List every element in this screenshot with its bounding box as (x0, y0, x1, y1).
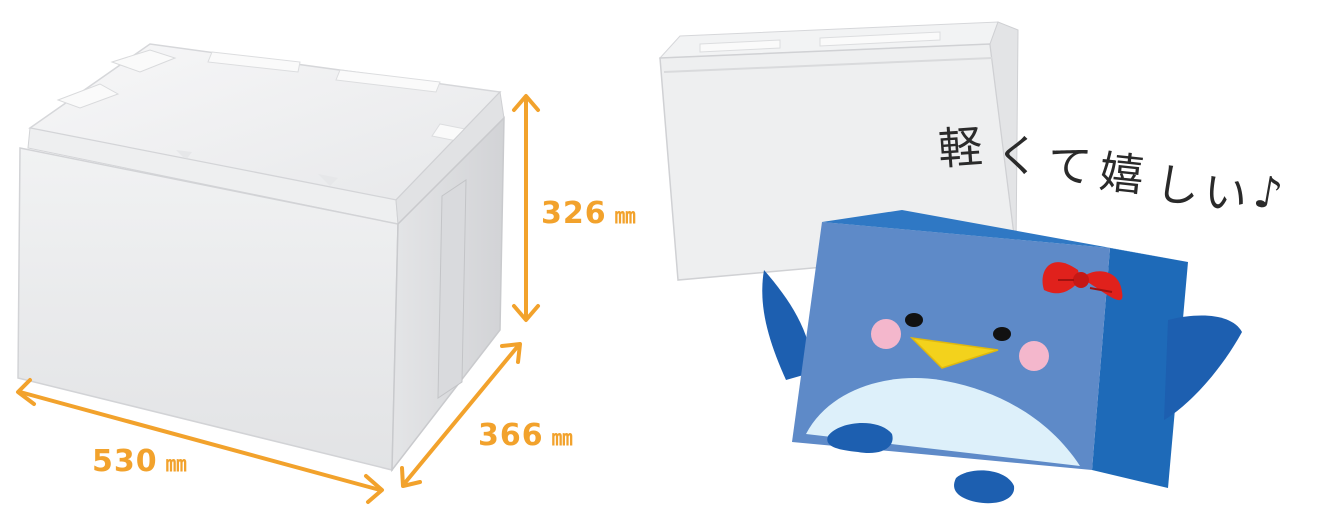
width-value: 530 (92, 444, 158, 479)
penguin-right-eye (993, 327, 1011, 341)
width-dimension-label: 530 ㎜ (92, 444, 188, 479)
depth-arrow (402, 344, 520, 486)
depth-dimension-label: 366 ㎜ (478, 418, 574, 453)
penguin-left-flipper (762, 270, 814, 380)
catch-char: 軽 (936, 121, 985, 176)
penguin-left-cheek (871, 319, 901, 349)
depth-value: 366 (478, 418, 544, 453)
height-dimension-label: 326 ㎜ (541, 196, 637, 231)
height-value: 326 (541, 196, 607, 231)
catch-char: て (1045, 139, 1094, 194)
penguin-left-foot (827, 422, 893, 454)
penguin-right-flipper (1164, 315, 1242, 420)
styrofoam-box-photo (16, 43, 540, 504)
depth-unit: ㎜ (551, 426, 574, 450)
penguin-right-cheek (1019, 341, 1049, 371)
catch-char: し (1152, 158, 1203, 215)
music-note-icon: ♪ (1249, 165, 1287, 222)
penguin-left-eye (905, 313, 923, 327)
catch-char: い (1200, 166, 1251, 223)
penguin-beak (909, 336, 999, 369)
width-arrow (18, 390, 382, 492)
width-unit: ㎜ (165, 452, 188, 476)
penguin-mascot-illustration (658, 21, 1242, 504)
catch-char: く (994, 130, 1041, 183)
red-bow (1042, 262, 1123, 301)
penguin-belly (806, 378, 1080, 466)
penguin-right-foot (954, 470, 1015, 504)
penguin-side (1092, 248, 1188, 488)
height-unit: ㎜ (614, 204, 637, 228)
catchphrase: 軽 く て 嬉 し い ♪ (930, 90, 1319, 223)
catch-char: 嬉 (1096, 146, 1147, 203)
